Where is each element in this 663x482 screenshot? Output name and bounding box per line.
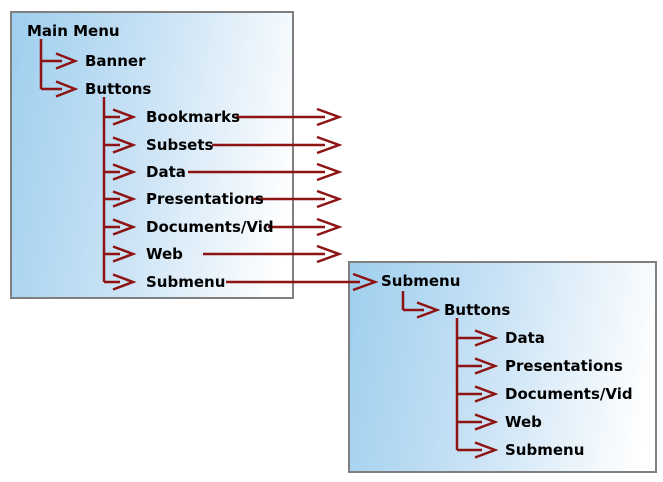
node-label-web: Web: [146, 245, 183, 263]
node-label-bookmarks: Bookmarks: [146, 108, 241, 126]
arrowhead-icon: [316, 135, 343, 155]
node-label-documents-vid: Documents/Vid: [146, 218, 274, 236]
node-label-sub-buttons: Buttons: [444, 301, 511, 319]
node-label-sub-web: Web: [505, 413, 542, 431]
node-label-submenu: Submenu: [146, 273, 226, 291]
node-label-sub-documents-vid: Documents/Vid: [505, 385, 633, 403]
arrowhead-icon: [316, 189, 343, 209]
node-label-main-menu: Main Menu: [27, 22, 120, 40]
node-label-subsets: Subsets: [146, 136, 214, 154]
node-label-banner: Banner: [85, 52, 146, 70]
node-label-data: Data: [146, 163, 186, 181]
arrowhead-icon: [316, 244, 343, 264]
submenu-panel: [348, 261, 657, 473]
arrowhead-icon: [316, 217, 343, 237]
node-label-sub-submenu: Submenu: [505, 441, 585, 459]
node-label-presentations: Presentations: [146, 190, 264, 208]
node-label-submenu-title: Submenu: [381, 272, 461, 290]
node-label-buttons: Buttons: [85, 80, 152, 98]
node-label-sub-data: Data: [505, 329, 545, 347]
node-label-sub-presentations: Presentations: [505, 357, 623, 375]
arrowhead-icon: [316, 162, 343, 182]
arrowhead-icon: [316, 107, 343, 127]
